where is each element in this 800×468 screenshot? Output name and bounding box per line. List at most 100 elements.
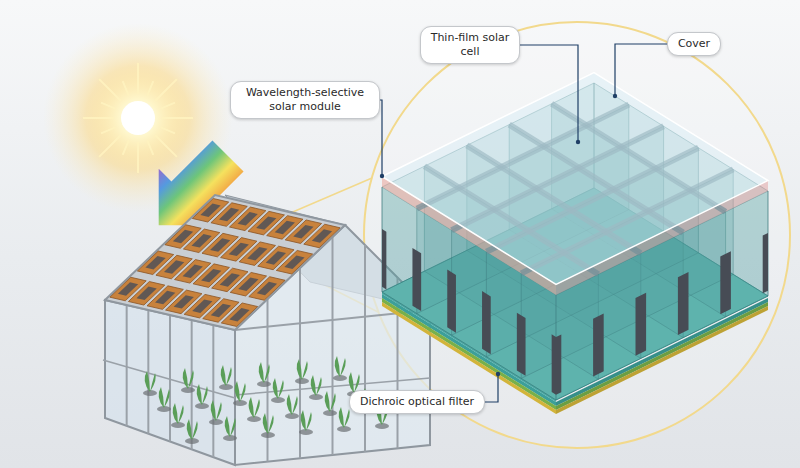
plant-pot: [185, 438, 199, 444]
plant-pot: [375, 423, 389, 429]
plant: [325, 391, 336, 412]
plant-pot: [143, 390, 157, 396]
callout-box: Cover: [667, 32, 721, 56]
sun-ray: [155, 79, 177, 101]
frame-bar: [147, 310, 149, 434]
cell-contact: [556, 334, 561, 394]
panel-cell: [229, 243, 249, 256]
sun-ray: [137, 63, 139, 94]
plant-pot: [223, 435, 237, 441]
plant-pot: [295, 378, 309, 384]
panel-cell: [247, 247, 267, 260]
plant: [249, 397, 260, 418]
panel-cell: [238, 212, 258, 225]
panel-cell: [284, 256, 304, 269]
callout-label: Cover: [677, 37, 711, 51]
sun-ray: [123, 81, 129, 96]
sun-ray: [99, 79, 121, 101]
plant-pot: [171, 422, 185, 428]
plant-pot: [309, 394, 323, 400]
cell-contact: [552, 334, 556, 394]
plant: [173, 403, 184, 424]
sun-ray: [99, 135, 121, 157]
leader-dot: [380, 174, 384, 178]
panel-cell: [200, 204, 220, 217]
sun-ray: [147, 81, 153, 96]
sun-ray: [83, 117, 114, 119]
plant-pot: [157, 406, 171, 412]
panel-cell: [183, 265, 203, 278]
plant-pot: [333, 375, 347, 381]
panel-cell: [229, 308, 249, 321]
leader-dot: [576, 140, 580, 144]
plant-pot: [195, 403, 209, 409]
panel-cell: [211, 304, 231, 317]
panel-cell: [266, 251, 286, 264]
sun-ray: [101, 103, 116, 109]
cell-contact: [593, 314, 604, 377]
panel-cell: [136, 287, 156, 300]
plant-pot: [323, 410, 337, 416]
panel-cell: [312, 229, 332, 242]
plant: [145, 371, 156, 392]
sun-ray: [160, 103, 175, 109]
cell-contact: [382, 229, 386, 289]
callout-label: Thin-film solar cell: [430, 31, 510, 59]
callout-label: Wavelength-selective solar module: [240, 86, 370, 114]
plant-pot: [233, 400, 247, 406]
plant: [311, 375, 322, 396]
callout-box: Thin-film solar cell: [420, 26, 520, 64]
panel-cell: [257, 282, 277, 295]
panel-cell: [191, 234, 211, 247]
plant: [235, 381, 246, 402]
panel-cell: [220, 273, 240, 286]
greenhouse: [103, 195, 430, 465]
panel-cell: [256, 216, 276, 229]
frame-bar: [126, 305, 128, 426]
plant-pot: [181, 387, 195, 393]
plant: [263, 413, 274, 434]
plant: [287, 394, 298, 415]
cell-contact: [517, 313, 526, 376]
cell-contact: [763, 233, 768, 293]
frame-bar: [364, 245, 366, 452]
sun-ray: [160, 127, 175, 133]
plant-pot: [299, 429, 313, 435]
sun-ray: [162, 117, 193, 119]
frame-bar: [169, 315, 171, 442]
sun-ray: [147, 140, 153, 155]
callout-box: Dichroic optical filter: [349, 390, 485, 414]
plant-pot: [285, 413, 299, 419]
plant: [273, 378, 284, 399]
plant: [297, 359, 308, 380]
plant: [259, 362, 270, 383]
sun-rays: [83, 63, 193, 173]
panel-cell: [201, 269, 221, 282]
plant-pot: [271, 397, 285, 403]
plant-pot: [257, 381, 271, 387]
cover-glass: [382, 73, 768, 285]
panel-cell: [174, 295, 194, 308]
plant: [187, 419, 198, 440]
panel-cell: [219, 208, 239, 221]
cell-contact: [412, 248, 421, 311]
leader-dot: [496, 372, 500, 376]
cell-contact: [482, 291, 491, 354]
roof-slope: [105, 195, 345, 330]
panel-cell: [275, 221, 295, 234]
panel-cell: [173, 230, 193, 243]
plant: [225, 416, 236, 437]
plant: [183, 368, 194, 389]
callout-label: Dichroic optical filter: [359, 395, 475, 409]
leader-dot: [613, 94, 617, 98]
panel-cell: [164, 260, 184, 273]
plant-pot: [247, 416, 261, 422]
plant-pot: [261, 432, 275, 438]
plant: [339, 407, 350, 428]
panel-cell: [118, 282, 138, 295]
sun-ray: [101, 127, 116, 133]
plant: [301, 410, 312, 431]
sun-ray: [123, 140, 129, 155]
plant: [197, 384, 208, 405]
